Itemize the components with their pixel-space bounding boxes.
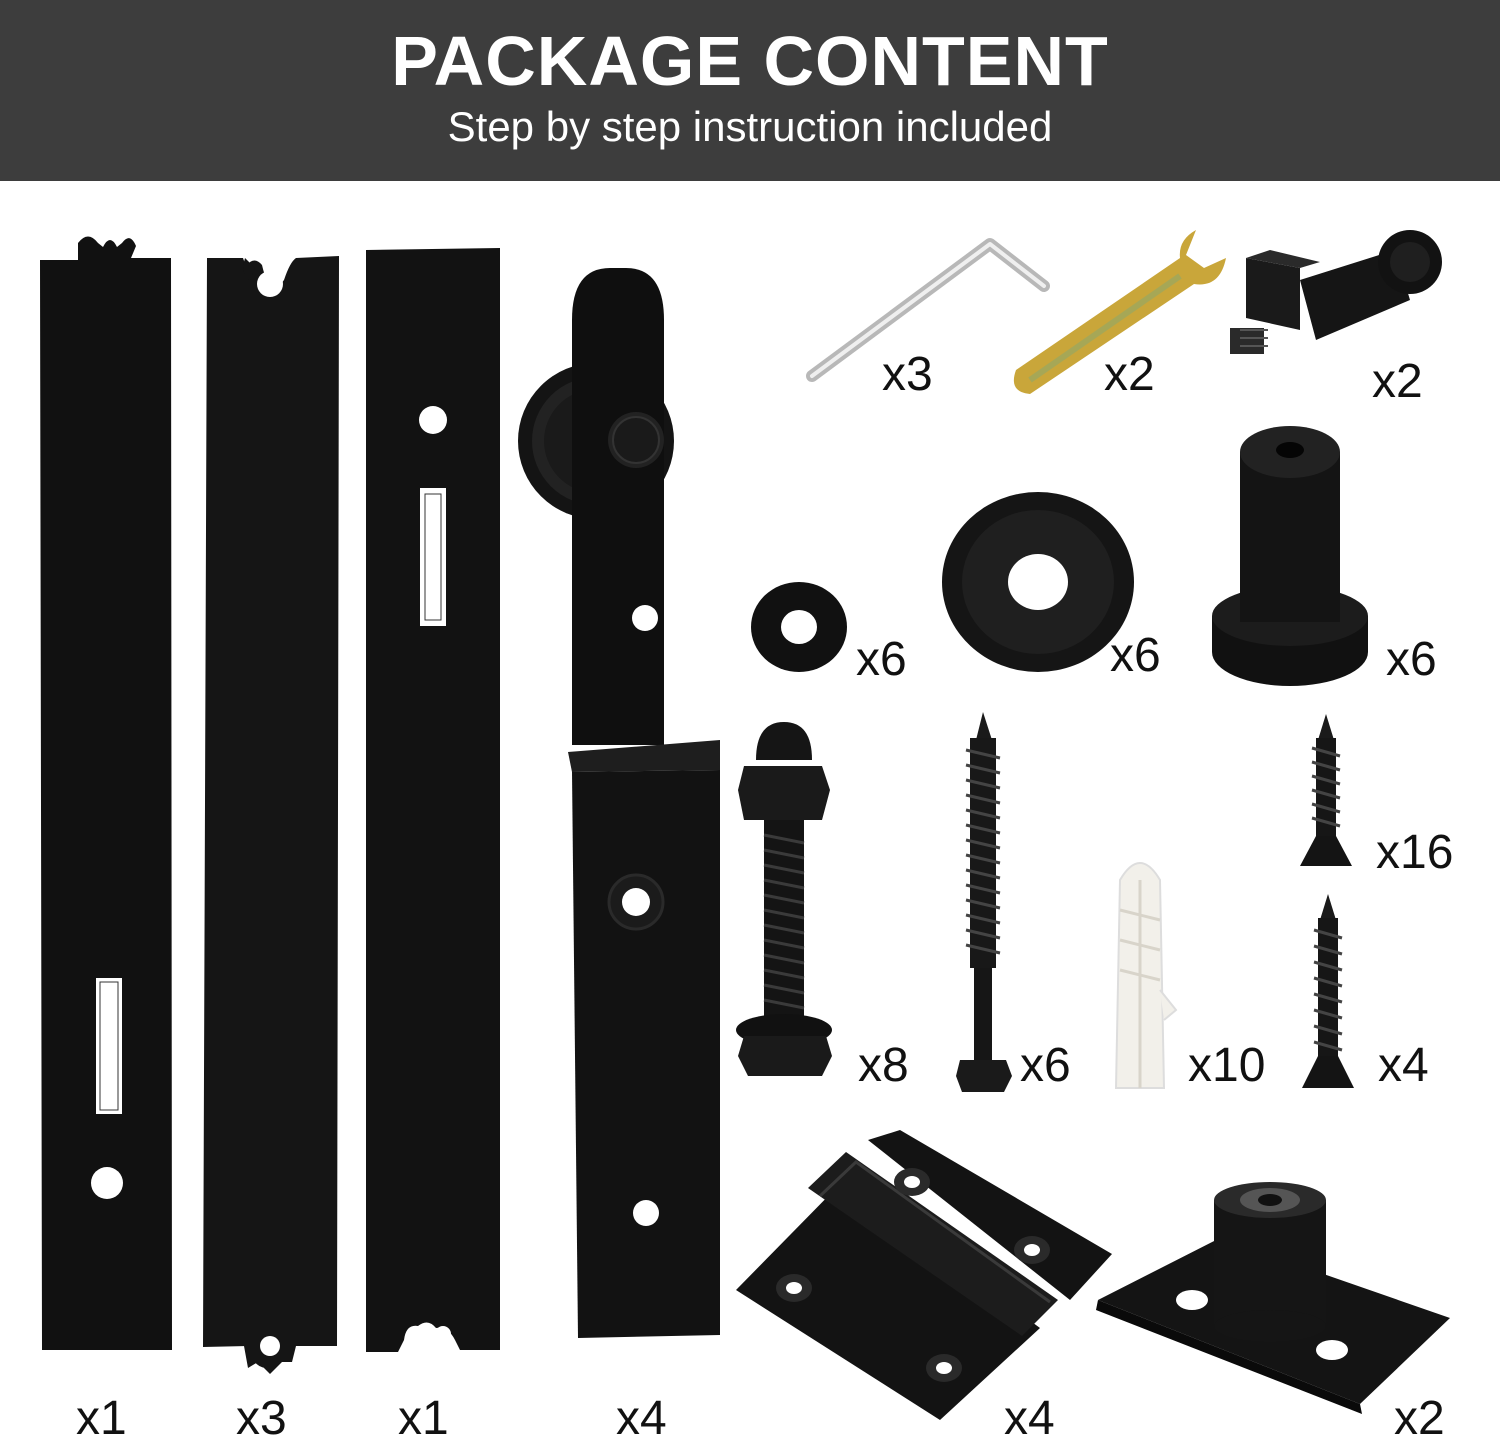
wrench-image — [1013, 230, 1226, 394]
page-subtitle: Step by step instruction included — [447, 103, 1053, 150]
qty-hex-bolt: x8 — [858, 1039, 909, 1092]
qty-hinge: x4 — [1004, 1392, 1055, 1445]
wall-anchor-image — [1114, 862, 1178, 1089]
qty-track-rail-middle: x3 — [236, 1392, 287, 1445]
hinge-image — [736, 1130, 1112, 1420]
qty-roller-hanger: x4 — [616, 1392, 667, 1445]
floor-guide-image — [1096, 1182, 1450, 1414]
qty-wrench: x2 — [1104, 348, 1155, 401]
roller-hanger-image — [518, 268, 720, 1338]
lag-screw-image — [956, 712, 1012, 1092]
page-title: PACKAGE CONTENT — [391, 22, 1109, 100]
qty-track-rail-other-end: x1 — [398, 1392, 449, 1445]
track-rail-end-image — [40, 236, 172, 1350]
track-rail-other-end-image — [366, 248, 500, 1352]
small-screw-4-image — [1302, 894, 1354, 1088]
qty-stopper-bolt: x2 — [1372, 355, 1423, 408]
qty-lag-screw: x6 — [1020, 1039, 1071, 1092]
spacer-image — [1212, 426, 1368, 686]
qty-spacer-washer: x6 — [1110, 629, 1161, 682]
qty-floor-guide: x2 — [1394, 1392, 1445, 1445]
qty-small-screw: x4 — [1378, 1039, 1429, 1092]
spacer-washer-image — [942, 492, 1134, 672]
stopper-bolt-image — [1230, 230, 1442, 354]
qty-spacer: x6 — [1386, 633, 1437, 686]
qty-track-rail-end: x1 — [76, 1392, 127, 1445]
qty-flat-washer: x6 — [856, 633, 907, 686]
qty-tiny-screw: x16 — [1376, 826, 1454, 879]
qty-wall-anchor: x10 — [1188, 1039, 1266, 1092]
qty-hex-key: x3 — [882, 348, 933, 401]
flat-washer-image — [751, 582, 847, 672]
header-banner: PACKAGE CONTENT Step by step instruction… — [0, 0, 1500, 181]
track-rail-middle-image — [203, 256, 339, 1374]
hex-key-image — [806, 238, 1050, 382]
tiny-screw-16-image — [1300, 714, 1352, 866]
hex-bolt-cap-nut-image — [736, 722, 832, 1076]
